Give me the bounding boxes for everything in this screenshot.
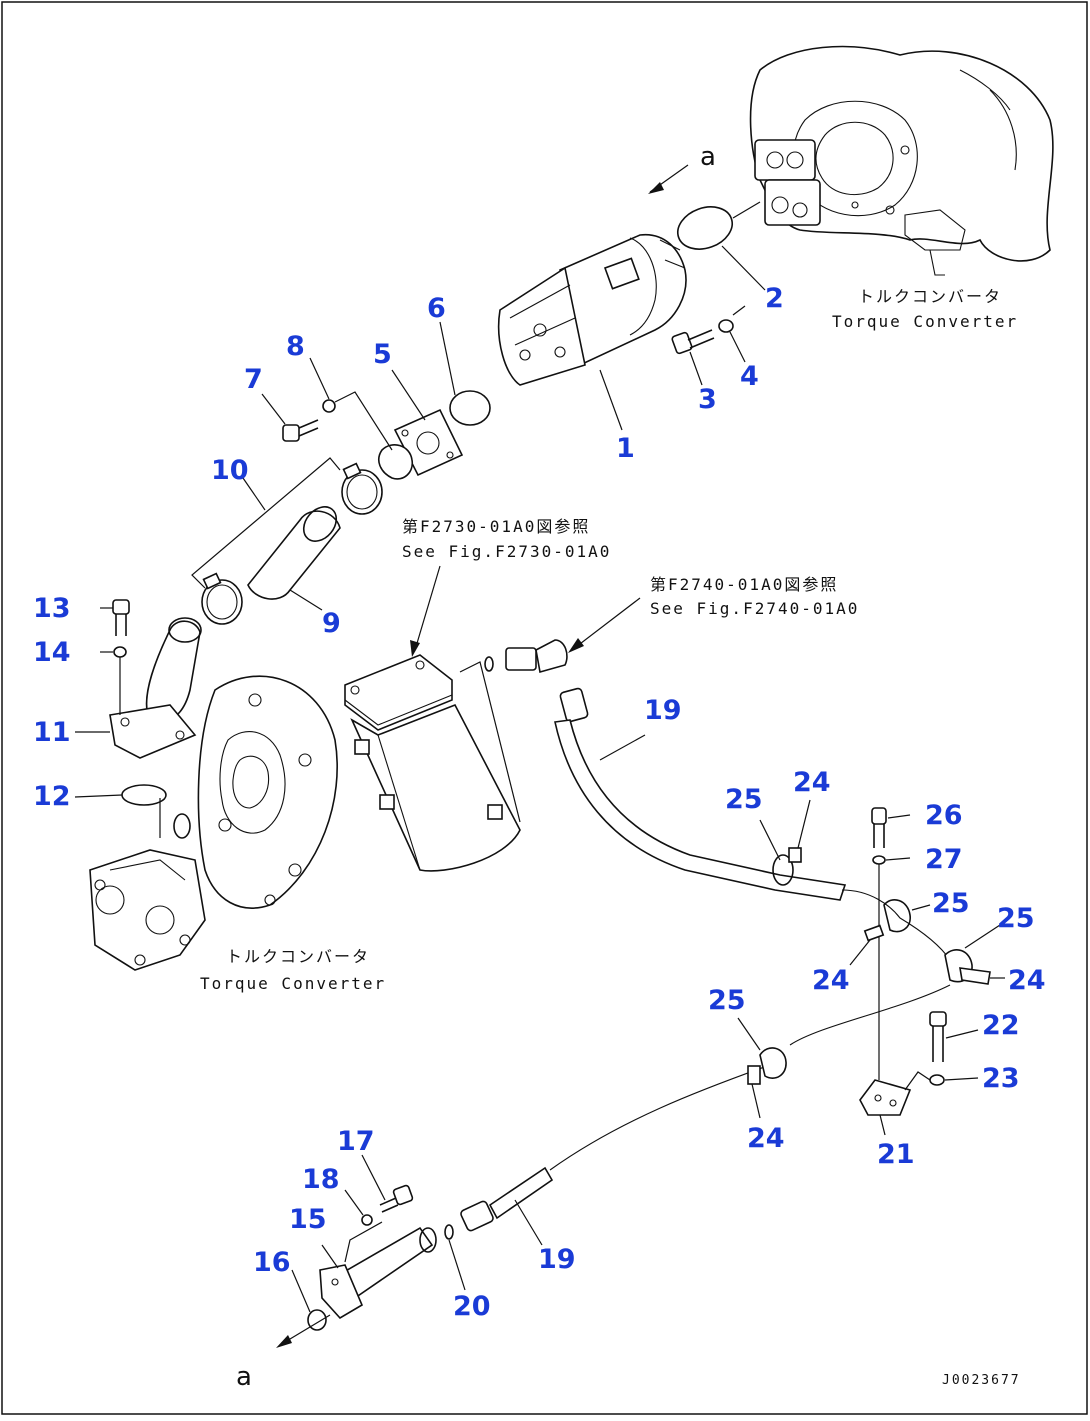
callout-10: 10: [211, 455, 249, 486]
connection-marker-bottom: a: [236, 1362, 252, 1392]
part-25-clamp-upper: [772, 854, 794, 886]
part-19-hose-upper: [554, 687, 847, 901]
part-25-clamp-lower: [759, 1047, 787, 1079]
callout-21: 21: [877, 1139, 915, 1170]
callout-14: 14: [33, 637, 71, 668]
torque-converter-housing-top: [749, 45, 1054, 276]
part-7-bolt: [282, 419, 319, 442]
torque-converter-top-en-label: Torque Converter: [832, 312, 1018, 331]
part-20-o-ring: [444, 1224, 454, 1240]
callout-23: 23: [982, 1063, 1020, 1094]
part-27-washer: [872, 855, 886, 865]
part-17-bolt: [379, 1184, 414, 1213]
callout-26: 26: [925, 800, 963, 831]
callout-16: 16: [253, 1247, 291, 1278]
callout-17: 17: [337, 1126, 375, 1157]
callout-8: 8: [286, 331, 305, 362]
callout-25-a: 25: [725, 784, 763, 815]
part-10-hose-clamp-upper: [341, 462, 383, 515]
callout-25-b: 25: [932, 888, 970, 919]
part-23-washer: [929, 1074, 945, 1086]
callout-2: 2: [765, 283, 784, 314]
callout-11: 11: [33, 717, 71, 748]
callout-25-d: 25: [708, 985, 746, 1016]
ref-fig-2730-jp: 第F2730-01A0図参照: [402, 517, 590, 536]
part-2-o-ring: [677, 206, 733, 250]
part-12-o-ring: [121, 784, 167, 806]
callout-3: 3: [698, 384, 717, 415]
callout-9: 9: [322, 608, 341, 639]
callout-19-upper: 19: [644, 695, 682, 726]
callout-24-a: 24: [793, 767, 831, 798]
part-3-bolt: [671, 329, 715, 355]
part-15-pipe: [319, 1226, 437, 1320]
part-16-o-ring: [307, 1309, 327, 1331]
part-24-bracket-middle: [863, 924, 885, 942]
callout-24-b: 24: [812, 965, 850, 996]
part-1-pump: [497, 233, 687, 386]
oil-filter-assembly: [344, 654, 521, 872]
ref-fig-2730-en: See Fig.F2730-01A0: [402, 542, 611, 561]
filter-fitting: [484, 639, 568, 674]
part-26-bolt: [871, 807, 887, 848]
callout-22: 22: [982, 1010, 1020, 1041]
callout-13: 13: [33, 593, 71, 624]
callout-19-lower: 19: [538, 1244, 576, 1275]
part-8-washer: [322, 399, 336, 413]
connection-marker-top: a: [700, 142, 716, 172]
callout-15: 15: [289, 1204, 327, 1235]
part-13-bolt: [112, 599, 130, 636]
torque-converter-bottom-en-label: Torque Converter: [200, 974, 386, 993]
callout-6: 6: [427, 293, 446, 324]
torque-converter-top-jp-label: トルクコンバータ: [858, 287, 1002, 306]
part-18-washer: [361, 1214, 373, 1226]
callout-12: 12: [33, 781, 71, 812]
part-19-hose-lower: [460, 1166, 554, 1232]
ref-fig-2740-en: See Fig.F2740-01A0: [650, 599, 859, 618]
ref-fig-2740-jp: 第F2740-01A0図参照: [650, 575, 838, 594]
callout-25-c: 25: [997, 903, 1035, 934]
part-22-bolt: [929, 1011, 947, 1062]
torque-converter-housing-bottom: [89, 675, 338, 971]
part-5-flange: [378, 408, 464, 480]
callout-18: 18: [302, 1164, 340, 1195]
part-4-washer: [718, 319, 734, 333]
part-10-hose-clamp-lower: [201, 572, 243, 625]
callout-4: 4: [740, 361, 759, 392]
callout-24-c: 24: [1008, 965, 1046, 996]
part-24-bracket-upper: [788, 847, 802, 863]
part-24-bracket-right: [959, 967, 991, 985]
callout-5: 5: [373, 339, 392, 370]
callout-24-d: 24: [747, 1123, 785, 1154]
part-6-o-ring: [449, 390, 491, 426]
callout-7: 7: [244, 364, 263, 395]
part-24-bracket-lower: [747, 1065, 761, 1085]
part-11-elbow: [109, 617, 202, 759]
torque-converter-bottom-jp-label: トルクコンバータ: [226, 947, 370, 966]
drawing-code: J0023677: [942, 1373, 1021, 1388]
callout-1: 1: [616, 433, 635, 464]
callout-20: 20: [453, 1291, 491, 1322]
part-25-clamp-middle: [883, 899, 911, 933]
part-14-washer: [113, 646, 127, 658]
part-21-plate: [859, 1079, 912, 1116]
callout-27: 27: [925, 844, 963, 875]
